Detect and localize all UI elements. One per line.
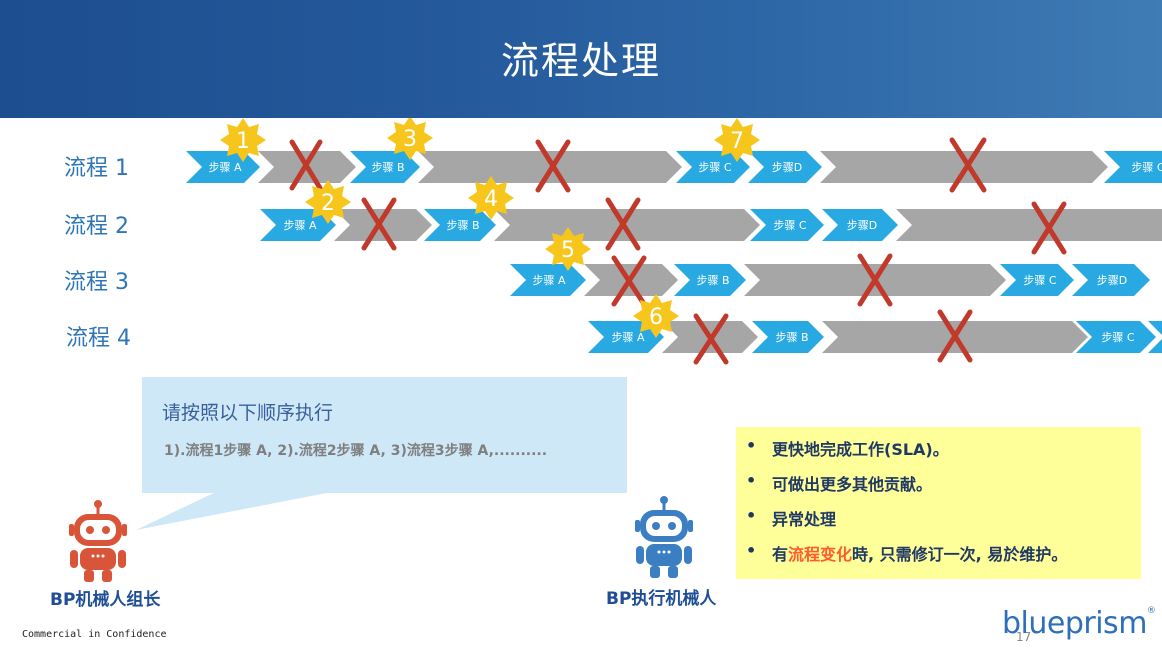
header-banner: 流程处理 — [0, 0, 1162, 118]
row-label-process-3: 流程 3 — [64, 270, 129, 295]
badge-5: 5 — [545, 227, 591, 271]
step-chevron — [424, 209, 496, 241]
x-mark-icon — [937, 309, 973, 363]
step-label: 步骤 C — [1101, 331, 1134, 344]
x-marks — [289, 137, 1067, 365]
step-label: 步骤 A — [532, 274, 565, 287]
benefits-box — [736, 427, 1141, 579]
step-label: 步骤D — [772, 161, 802, 174]
step-chevron — [822, 209, 898, 241]
row-label-process-2: 流程 2 — [64, 214, 129, 239]
x-mark-icon — [605, 197, 641, 251]
svg-text:1: 1 — [236, 129, 250, 154]
svg-text:3: 3 — [403, 127, 417, 152]
step-label: 步骤D — [847, 219, 877, 232]
page-title: 流程处理 — [500, 39, 661, 83]
x-mark-icon — [1031, 201, 1067, 255]
svg-text:2: 2 — [321, 191, 335, 216]
row-label-process-1: 流程 1 — [64, 156, 129, 181]
callout-text: 1).流程1步骤 A, 2).流程2步骤 A, 3)流程3步骤 A,......… — [164, 443, 548, 459]
step-label: 步骤 A — [208, 161, 241, 174]
step-chevron — [1000, 264, 1074, 296]
confidential-note: Commercial in Confidence — [22, 629, 167, 640]
starburst-icon — [545, 227, 591, 271]
benefit-item: • 可做出更多其他贡献。 — [746, 471, 933, 494]
robot-worker-icon — [635, 496, 693, 578]
starburst-icon — [387, 118, 433, 160]
bullet-icon: • — [746, 541, 757, 560]
robot-leader-icon — [69, 500, 127, 582]
step-chevron — [510, 264, 586, 296]
step-label: 步骤 B — [696, 274, 729, 287]
svg-text:5: 5 — [561, 238, 575, 263]
badge-4: 4 — [468, 176, 514, 220]
step-chevron — [750, 209, 824, 241]
highlight-text: 流程变化 — [788, 545, 853, 564]
step-chevron — [674, 264, 746, 296]
step-label: 步骤 C — [1131, 161, 1162, 174]
step-chevron — [752, 321, 824, 353]
step-chevron — [1104, 151, 1162, 183]
page-number: 17 — [1016, 630, 1032, 644]
step-label: 步骤 C — [773, 219, 806, 232]
step-label: 步骤 B — [371, 161, 404, 174]
flow-gap — [896, 209, 1162, 241]
step-label: 步骤 C — [1023, 274, 1056, 287]
step-label: 步骤 A — [283, 219, 316, 232]
badge-6: 6 — [633, 294, 679, 338]
step-label: 步骤 A — [611, 331, 644, 344]
badge-2: 2 — [305, 180, 351, 224]
benefit-item: • 异常处理 — [746, 506, 837, 529]
starburst-icon — [714, 118, 760, 162]
step-chevron — [748, 151, 822, 183]
callout-title: 请按照以下顺序执行 — [162, 402, 334, 424]
starburst-icon — [468, 176, 514, 220]
starburst-icon — [305, 180, 351, 224]
row-label-process-4: 流程 4 — [66, 326, 131, 351]
step-chevron — [1072, 264, 1150, 296]
starburst-icon — [220, 118, 266, 162]
flow-gap — [334, 209, 432, 241]
x-mark-icon — [949, 137, 987, 193]
benefit-item: • 有流程变化時, 只需修订一次, 易於维护。 — [746, 541, 1068, 564]
step-label: 步骤 C — [698, 161, 731, 174]
x-mark-icon — [693, 313, 729, 365]
badge-1: 1 — [220, 118, 266, 162]
bullet-icon: • — [746, 436, 757, 455]
process-flow-diagram: 步骤 A 步骤 B 步骤 C 步骤D 步骤 C 步骤 A 步骤 B 步骤 C 步… — [186, 118, 1162, 365]
svg-text:4: 4 — [484, 187, 498, 212]
flow-gap — [494, 209, 760, 241]
instruction-callout — [142, 377, 627, 493]
step-chevron — [676, 151, 750, 183]
bullet-icon: • — [746, 471, 757, 490]
robot-leader-caption: BP机械人组长 — [50, 590, 161, 610]
step-chevron — [260, 209, 336, 241]
step-chevron — [350, 151, 420, 183]
step-label: 步骤 B — [446, 219, 479, 232]
robot-worker-caption: BP执行机械人 — [606, 589, 717, 609]
bullet-icon: • — [746, 506, 757, 525]
x-mark-icon — [289, 139, 323, 191]
step-chevron — [1148, 321, 1162, 353]
x-mark-icon — [611, 255, 647, 307]
step-label: 步骤D — [1097, 274, 1127, 287]
badge-7: 7 — [714, 118, 760, 162]
x-mark-icon — [857, 253, 893, 307]
svg-text:6: 6 — [649, 305, 663, 330]
blueprism-logo: blueprism® — [1002, 606, 1156, 641]
starburst-icon — [633, 294, 679, 338]
x-mark-icon — [361, 197, 397, 251]
benefit-item: • 更快地完成工作(SLA)。 — [746, 436, 949, 459]
svg-text:7: 7 — [730, 129, 744, 154]
x-mark-icon — [535, 139, 571, 193]
badge-3: 3 — [387, 118, 433, 160]
benefits-list: • 更快地完成工作(SLA)。 • 可做出更多其他贡献。 • 异常处理 • 有流… — [746, 436, 1067, 576]
step-chevron — [1076, 321, 1156, 353]
step-label: 步骤 B — [775, 331, 808, 344]
